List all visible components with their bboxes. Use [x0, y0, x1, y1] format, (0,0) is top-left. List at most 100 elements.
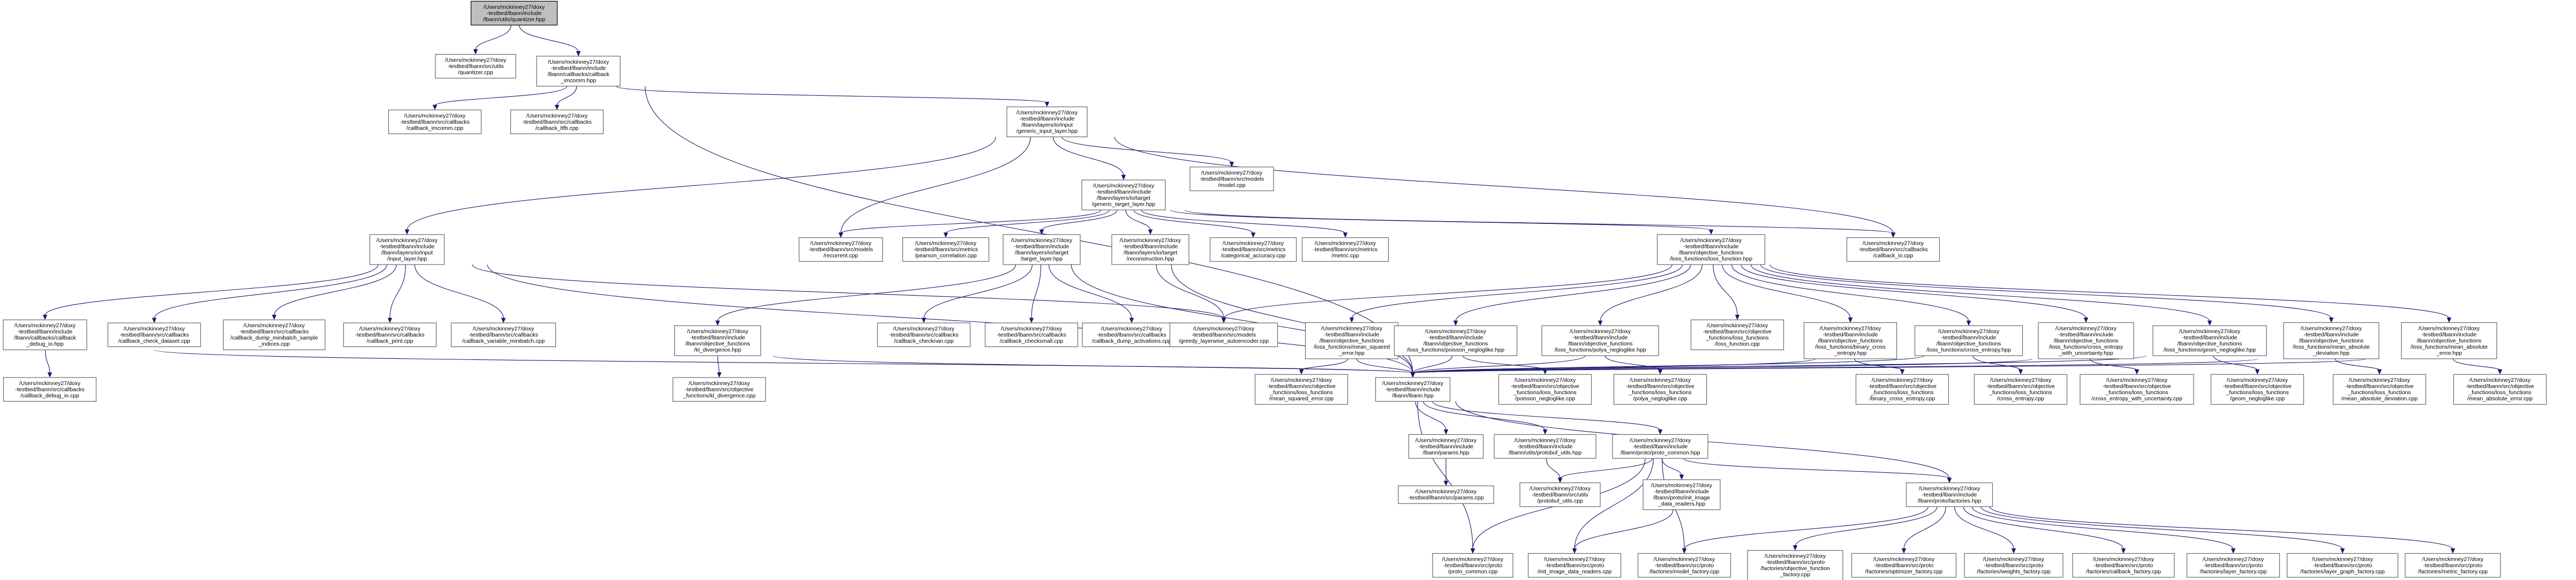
graph-node-n30[interactable]: /Users/mckinney27/doxy-testbed/lbann/src…: [1690, 319, 1784, 350]
node-label-line: /factories/objective_function: [1760, 566, 1830, 572]
graph-node-n41[interactable]: /Users/mckinney27/doxy-testbed/lbann/src…: [1498, 374, 1592, 405]
node-box: [1613, 374, 1707, 405]
graph-node-n61[interactable]: /Users/mckinney27/doxy-testbed/lbann/src…: [1964, 553, 2063, 578]
node-label-line: /lbann/objective_functions: [1568, 341, 1633, 347]
graph-node-n28[interactable]: /Users/mckinney27/doxy-testbed/lbann/inc…: [1394, 325, 1518, 356]
graph-edge-n8-n21: [414, 264, 506, 323]
graph-node-n59[interactable]: /Users/mckinney27/doxy-testbed/lbann/src…: [1747, 550, 1843, 580]
graph-node-n48[interactable]: /Users/mckinney27/doxy-testbed/lbann/src…: [2453, 374, 2547, 405]
graph-node-n2[interactable]: /Users/mckinney27/doxy-testbed/lbann/inc…: [536, 56, 621, 87]
node-label-line: -testbed/lbann/src/proto: [1766, 559, 1825, 566]
graph-node-n8[interactable]: /Users/mckinney27/doxy-testbed/lbann/inc…: [369, 234, 445, 265]
graph-node-n21[interactable]: /Users/mckinney27/doxy-testbed/lbann/src…: [450, 322, 556, 348]
graph-node-n13[interactable]: /Users/mckinney27/doxy-testbed/lbann/src…: [1209, 237, 1297, 262]
graph-node-n26[interactable]: /Users/mckinney27/doxy-testbed/lbann/src…: [1169, 322, 1278, 348]
edge-line: [1412, 358, 2032, 374]
graph-edge-n8-n19: [272, 264, 397, 320]
graph-node-n3[interactable]: /Users/mckinney27/doxy-testbed/lbann/src…: [388, 109, 482, 134]
graph-node-n51[interactable]: /Users/mckinney27/doxy-testbed/lbann/inc…: [1612, 434, 1708, 459]
graph-node-n11[interactable]: /Users/mckinney27/doxy-testbed/lbann/inc…: [1003, 234, 1081, 265]
graph-node-n44[interactable]: /Users/mckinney27/doxy-testbed/lbann/src…: [1974, 374, 2068, 405]
graph-node-n7[interactable]: /Users/mckinney27/doxy-testbed/lbann/src…: [1189, 167, 1274, 191]
graph-node-n33[interactable]: /Users/mckinney27/doxy-testbed/lbann/inc…: [2038, 322, 2134, 359]
edge-arrowhead: [2446, 317, 2452, 323]
node-label-line: -testbed/lbann/src/callbacks: [997, 332, 1066, 338]
graph-node-n17[interactable]: /Users/mckinney27/doxy-testbed/lbann/inc…: [3, 319, 87, 350]
node-label-line: /Users/mckinney27/doxy: [1938, 328, 2000, 335]
graph-node-n20[interactable]: /Users/mckinney27/doxy-testbed/lbann/src…: [343, 322, 437, 348]
graph-node-n42[interactable]: /Users/mckinney27/doxy-testbed/lbann/src…: [1613, 374, 1707, 405]
graph-node-n31[interactable]: /Users/mckinney27/doxy-testbed/lbann/inc…: [1803, 322, 1897, 359]
graph-node-n12[interactable]: /Users/mckinney27/doxy-testbed/lbann/inc…: [1111, 234, 1189, 265]
edge-line: [1980, 506, 2343, 549]
graph-node-n47[interactable]: /Users/mckinney27/doxy-testbed/lbann/src…: [2332, 374, 2427, 405]
graph-node-n50[interactable]: /Users/mckinney27/doxy-testbed/lbann/inc…: [1494, 434, 1596, 459]
graph-edge-n6-n13: [1133, 209, 1256, 238]
node-label-line: /metric.cpp: [1331, 253, 1359, 259]
node-label-line: -testbed/lbann/include: [2182, 335, 2238, 341]
graph-node-n60[interactable]: /Users/mckinney27/doxy-testbed/lbann/src…: [1851, 553, 1957, 578]
node-label-line: /loss_functions/geom_negloglike.hpp: [2164, 347, 2256, 353]
graph-node-n63[interactable]: /Users/mckinney27/doxy-testbed/lbann/src…: [2186, 553, 2280, 578]
graph-node-n37[interactable]: /Users/mckinney27/doxy-testbed/lbann/src…: [3, 377, 97, 402]
graph-node-n9[interactable]: /Users/mckinney27/doxy-testbed/lbann/src…: [799, 237, 883, 262]
node-box: [984, 322, 1079, 348]
graph-node-n15[interactable]: /Users/mckinney27/doxy-testbed/lbann/inc…: [1656, 234, 1766, 265]
graph-node-n52[interactable]: /Users/mckinney27/doxy-testbed/lbann/src…: [1398, 485, 1494, 504]
graph-node-n16[interactable]: /Users/mckinney27/doxy-testbed/lbann/src…: [1846, 237, 1940, 262]
edge-arrowhead: [1792, 545, 1798, 551]
graph-node-n10[interactable]: /Users/mckinney27/doxy-testbed/lbann/src…: [902, 237, 990, 262]
graph-node-n4[interactable]: /Users/mckinney27/doxy-testbed/lbann/src…: [510, 109, 604, 134]
graph-node-n55[interactable]: /Users/mckinney27/doxy-testbed/lbann/inc…: [1905, 482, 1993, 507]
node-box: [2210, 374, 2304, 405]
graph-node-n54[interactable]: /Users/mckinney27/doxy-testbed/lbann/inc…: [1643, 479, 1721, 510]
node-label-line: /kl_divergence.hpp: [694, 347, 741, 353]
graph-node-n35[interactable]: /Users/mckinney27/doxy-testbed/lbann/inc…: [2283, 322, 2379, 359]
graph-node-n65[interactable]: /Users/mckinney27/doxy-testbed/lbann/src…: [2405, 553, 2501, 578]
node-label-line: _functions/loss_functions: [2105, 389, 2168, 396]
edge-arrowhead: [715, 320, 720, 326]
node-label-line: /Users/mckinney27/doxy: [1515, 437, 1576, 443]
graph-node-n62[interactable]: /Users/mckinney27/doxy-testbed/lbann/src…: [2072, 553, 2175, 578]
edge-line: [414, 264, 504, 319]
graph-node-n32[interactable]: /Users/mckinney27/doxy-testbed/lbann/inc…: [1914, 325, 2023, 356]
graph-node-n58[interactable]: /Users/mckinney27/doxy-testbed/lbann/src…: [1637, 553, 1731, 578]
graph-node-n34[interactable]: /Users/mckinney27/doxy-testbed/lbann/inc…: [2152, 325, 2267, 356]
graph-node-n43[interactable]: /Users/mckinney27/doxy-testbed/lbann/src…: [1855, 374, 1949, 405]
graph-node-n53[interactable]: /Users/mckinney27/doxy-testbed/lbann/src…: [1519, 482, 1601, 507]
graph-edge-n49-n52: [1443, 458, 1449, 486]
graph-node-n46[interactable]: /Users/mckinney27/doxy-testbed/lbann/src…: [2210, 374, 2304, 405]
graph-node-n56[interactable]: /Users/mckinney27/doxy-testbed/lbann/src…: [1432, 553, 1513, 578]
graph-node-n38[interactable]: /Users/mckinney27/doxy-testbed/lbann/inc…: [1375, 377, 1451, 402]
edge-arrowhead: [1900, 369, 1905, 375]
graph-node-n25[interactable]: /Users/mckinney27/doxy-testbed/lbann/src…: [1082, 322, 1181, 348]
node-label-line: /Users/mckinney27/doxy: [14, 322, 76, 329]
edge-arrowhead: [47, 372, 52, 378]
graph-node-n22[interactable]: /Users/mckinney27/doxy-testbed/lbann/inc…: [674, 325, 762, 356]
graph-node-n29[interactable]: /Users/mckinney27/doxy-testbed/lbann/inc…: [1541, 325, 1659, 356]
node-label-line: -testbed/lbann/src/callbacks: [355, 332, 425, 338]
edge-arrowhead: [1598, 320, 1603, 326]
graph-node-n39[interactable]: /Users/mckinney27/doxy-testbed/lbann/src…: [672, 377, 766, 402]
graph-node-n23[interactable]: /Users/mckinney27/doxy-testbed/lbann/src…: [877, 322, 971, 348]
graph-node-n36[interactable]: /Users/mckinney27/doxy-testbed/lbann/inc…: [2401, 322, 2497, 359]
graph-node-n6[interactable]: /Users/mckinney27/doxy-testbed/lbann/inc…: [1081, 179, 1166, 210]
graph-node-n14[interactable]: /Users/mckinney27/doxy-testbed/lbann/src…: [1301, 237, 1389, 262]
graph-node-n5[interactable]: /Users/mckinney27/doxy-testbed/lbann/inc…: [1006, 106, 1088, 138]
graph-node-n27[interactable]: /Users/mckinney27/doxy-testbed/lbann/inc…: [1305, 322, 1399, 359]
graph-node-n1[interactable]: /Users/mckinney27/doxy-testbed/lbann/src…: [435, 54, 516, 79]
graph-node-n57[interactable]: /Users/mckinney27/doxy-testbed/lbann/src…: [1527, 553, 1622, 578]
node-label-line: _imcomm.hpp: [560, 77, 596, 84]
graph-node-n24[interactable]: /Users/mckinney27/doxy-testbed/lbann/src…: [984, 322, 1079, 348]
graph-node-n40[interactable]: /Users/mckinney27/doxy-testbed/lbann/src…: [1254, 374, 1349, 405]
node-label-line: /geom_negloglike.cpp: [2230, 396, 2285, 402]
graph-node-n18[interactable]: /Users/mckinney27/doxy-testbed/lbann/src…: [107, 322, 201, 348]
node-label-line: /factories/layer_factory.cpp: [2200, 568, 2267, 575]
graph-node-n0[interactable]: /Users/mckinney27/doxy-testbed/lbann/inc…: [470, 1, 558, 26]
graph-edge-n11-n24: [1029, 264, 1042, 323]
graph-node-n45[interactable]: /Users/mckinney27/doxy-testbed/lbann/src…: [2080, 374, 2194, 405]
graph-node-n19[interactable]: /Users/mckinney27/doxy-testbed/lbann/src…: [223, 319, 326, 350]
graph-node-n64[interactable]: /Users/mckinney27/doxy-testbed/lbann/src…: [2286, 553, 2399, 578]
edge-line: [1769, 264, 2450, 319]
graph-node-n49[interactable]: /Users/mckinney27/doxy-testbed/lbann/inc…: [1408, 434, 1484, 459]
